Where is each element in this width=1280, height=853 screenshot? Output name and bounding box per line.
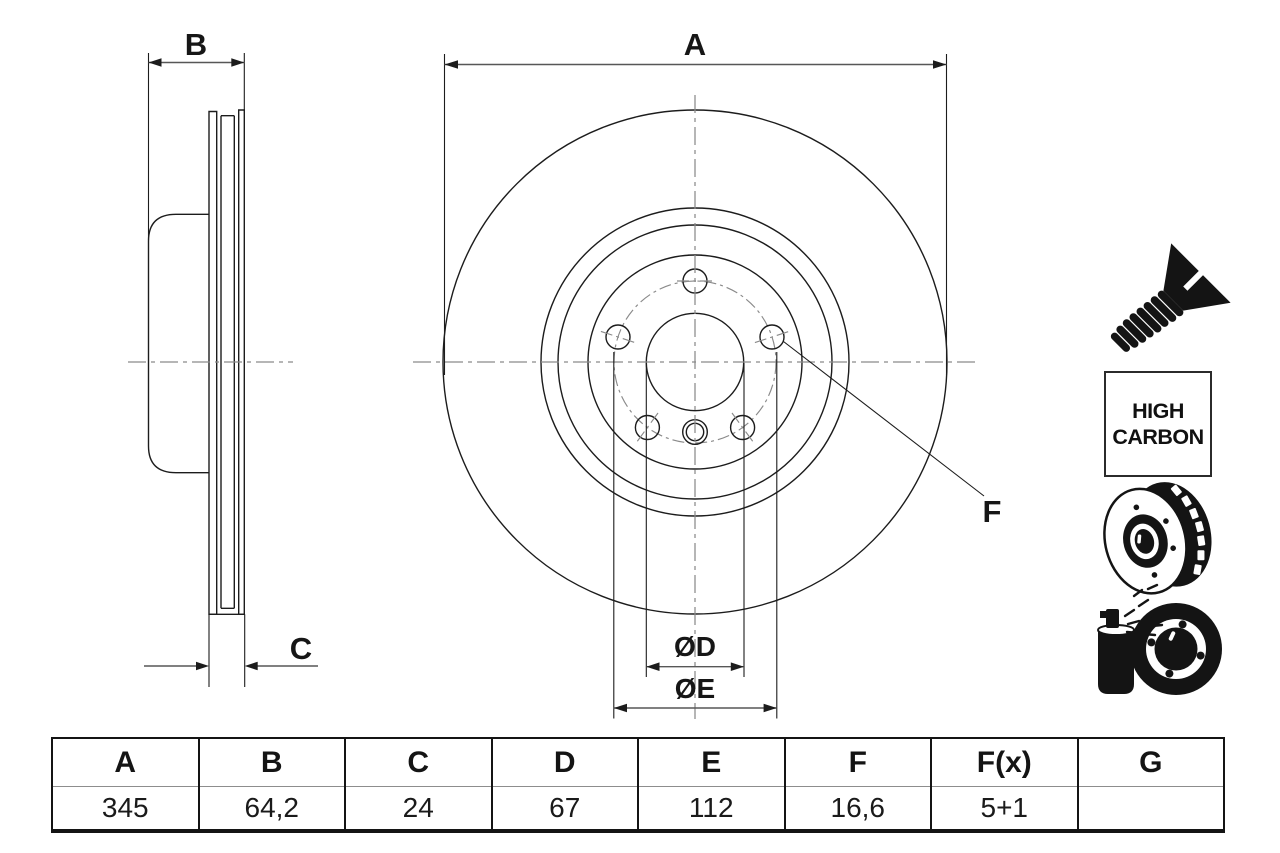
col-header-fx: F(x): [930, 737, 1079, 787]
col-header-b: B: [197, 737, 346, 787]
col-header-e: E: [637, 737, 786, 787]
coated-disc-spray-icon: [1097, 583, 1222, 695]
col-header-d: D: [490, 737, 639, 787]
side-view-drawing: [128, 53, 318, 687]
spec-table: A B C D E F F(x) G 345 64,2 24 67 112 16…: [51, 737, 1225, 833]
value-g: [1076, 786, 1225, 832]
countersunk-screw-icon: [1110, 243, 1231, 352]
value-d: 67: [490, 786, 639, 832]
col-header-c: C: [344, 737, 493, 787]
table-header-row: A B C D E F F(x) G: [51, 737, 1225, 787]
col-header-g: G: [1076, 737, 1225, 787]
dimension-table-container: A B C D E F F(x) G 345 64,2 24 67 112 16…: [51, 737, 1225, 833]
value-e: 112: [637, 786, 786, 832]
table-value-row: 345 64,2 24 67 112 16,6 5+1: [51, 786, 1225, 832]
front-view-drawing: [413, 54, 985, 719]
col-header-a: A: [51, 737, 200, 787]
dim-f-label: F: [983, 494, 1002, 529]
dim-d-label: ØD: [674, 631, 716, 662]
high-carbon-badge: HIGH CARBON: [1104, 371, 1212, 477]
dim-b-label: B: [185, 27, 207, 62]
value-b: 64,2: [197, 786, 346, 832]
dim-c-label: C: [290, 631, 312, 666]
dim-a-label: A: [684, 27, 706, 62]
badge-line-2: CARBON: [1112, 425, 1204, 449]
col-header-f: F: [783, 737, 932, 787]
dim-e-label: ØE: [675, 673, 715, 704]
value-a: 345: [51, 786, 200, 832]
value-fx: 5+1: [930, 786, 1079, 832]
value-c: 24: [344, 786, 493, 832]
f-leader-line: [783, 341, 985, 497]
vented-brake-disc-icon: [1103, 482, 1212, 595]
value-f: 16,6: [783, 786, 932, 832]
badge-line-1: HIGH: [1132, 399, 1184, 423]
